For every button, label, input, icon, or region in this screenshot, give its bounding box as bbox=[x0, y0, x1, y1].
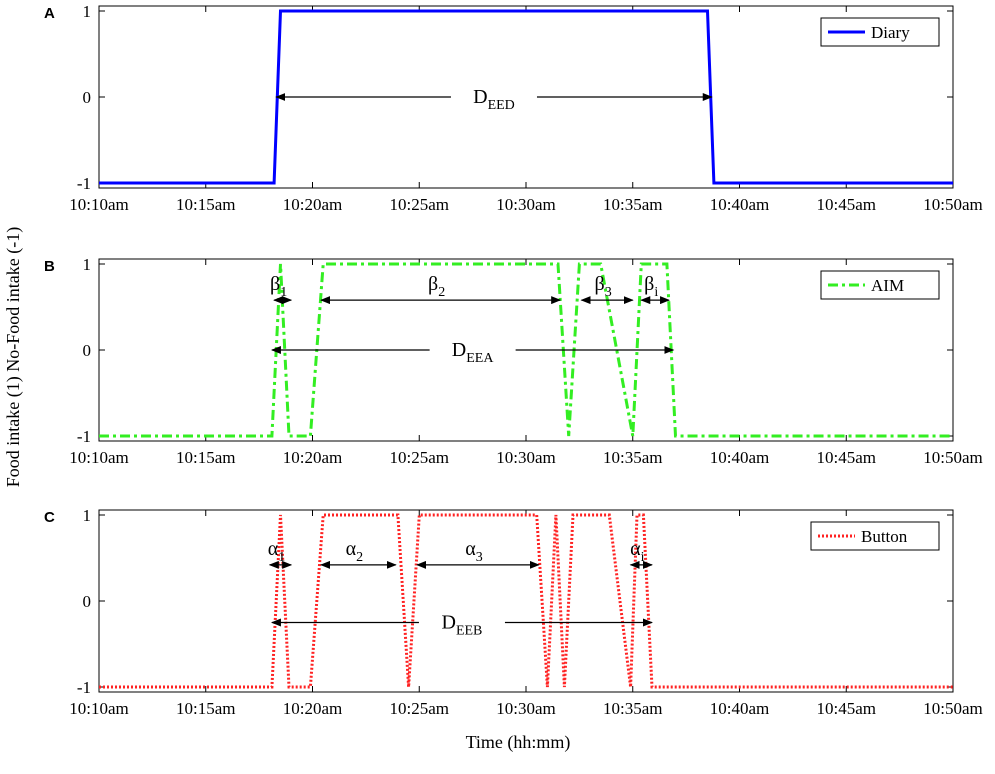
x-tick-label: 10:20am bbox=[283, 699, 343, 718]
x-tick-label: 10:50am bbox=[923, 448, 983, 467]
series-line-button bbox=[99, 513, 953, 689]
legend: AIM bbox=[820, 270, 940, 300]
x-tick-label: 10:50am bbox=[923, 195, 983, 214]
x-tick-label: 10:15am bbox=[176, 448, 236, 467]
x-tick-label: 10:35am bbox=[603, 699, 663, 718]
duration-label: DEEA bbox=[452, 339, 495, 366]
series-line-diary bbox=[99, 9, 953, 185]
x-tick-label: 10:20am bbox=[283, 448, 343, 467]
y-tick-label: 1 bbox=[83, 2, 92, 21]
x-axis-label: Time (hh:mm) bbox=[466, 732, 571, 753]
y-tick-label: -1 bbox=[77, 174, 91, 193]
y-tick-label: -1 bbox=[77, 427, 91, 446]
legend-box bbox=[810, 521, 940, 551]
x-tick-label: 10:10am bbox=[69, 195, 129, 214]
x-tick-label: 10:30am bbox=[496, 448, 556, 467]
x-tick-label: 10:25am bbox=[390, 699, 450, 718]
x-tick-label: 10:40am bbox=[710, 448, 770, 467]
interval-label: βi bbox=[644, 273, 658, 300]
y-tick-label: -1 bbox=[77, 678, 91, 697]
panel-C: C 10:10am 10:15am 10:20am 10:25am 10:30am 10:3… bbox=[44, 506, 983, 718]
x-tick-label: 10:25am bbox=[390, 448, 450, 467]
interval-label: α2 bbox=[346, 538, 363, 565]
panel-A: A 10:10am 10:15am 10:20am 10:25am 10:30am 10:3… bbox=[44, 2, 983, 214]
y-tick-label: 1 bbox=[83, 255, 92, 274]
x-tick-label: 10:45am bbox=[817, 699, 877, 718]
interval-label: α3 bbox=[465, 538, 482, 565]
x-tick-label: 10:15am bbox=[176, 195, 236, 214]
duration-label: DEED bbox=[473, 86, 515, 113]
legend: Diary bbox=[820, 17, 940, 47]
legend-label: Button bbox=[861, 527, 908, 546]
interval-label: αi bbox=[630, 538, 644, 565]
panel-B: B 10:10am 10:15am 10:20am 10:25am 10:30am 10:3… bbox=[44, 255, 983, 467]
y-tick-label: 0 bbox=[83, 88, 92, 107]
x-tick-label: 10:45am bbox=[817, 448, 877, 467]
interval-label: α1 bbox=[268, 538, 285, 565]
x-tick-label: 10:30am bbox=[496, 699, 556, 718]
x-tick-label: 10:25am bbox=[390, 195, 450, 214]
interval-label: β3 bbox=[595, 273, 612, 300]
x-tick-label: 10:45am bbox=[817, 195, 877, 214]
interval-label: β1 bbox=[270, 273, 287, 300]
x-tick-label: 10:10am bbox=[69, 699, 129, 718]
legend-box bbox=[820, 270, 940, 300]
legend-label: AIM bbox=[871, 276, 904, 295]
x-tick-label: 10:10am bbox=[69, 448, 129, 467]
interval-label: β2 bbox=[428, 273, 445, 300]
panel-label: A bbox=[44, 5, 55, 22]
x-tick-label: 10:35am bbox=[603, 195, 663, 214]
x-tick-label: 10:20am bbox=[283, 195, 343, 214]
panel-label: B bbox=[44, 258, 55, 275]
panel-label: C bbox=[44, 509, 55, 526]
legend-label: Diary bbox=[871, 23, 910, 42]
y-tick-label: 0 bbox=[83, 341, 92, 360]
x-tick-label: 10:40am bbox=[710, 699, 770, 718]
y-tick-label: 1 bbox=[83, 506, 92, 525]
x-tick-label: 10:40am bbox=[710, 195, 770, 214]
y-tick-label: 0 bbox=[83, 592, 92, 611]
x-tick-label: 10:15am bbox=[176, 699, 236, 718]
x-tick-label: 10:30am bbox=[496, 195, 556, 214]
duration-label: DEEB bbox=[441, 612, 482, 639]
y-axis-label: Food intake (1) No-Food intake (-1) bbox=[3, 227, 24, 487]
legend: Button bbox=[810, 521, 940, 551]
x-tick-label: 10:35am bbox=[603, 448, 663, 467]
x-tick-label: 10:50am bbox=[923, 699, 983, 718]
